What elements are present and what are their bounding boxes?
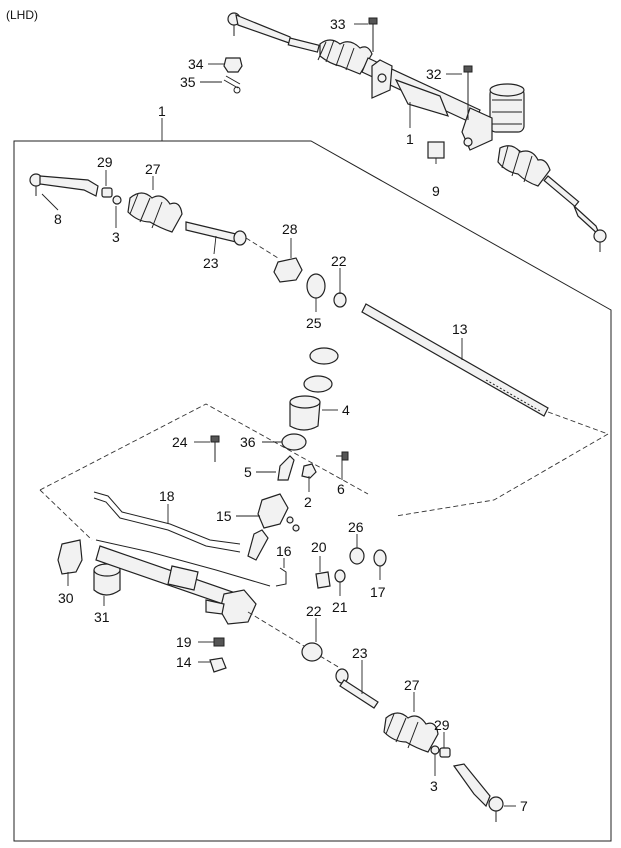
callout-6: 6 <box>337 481 345 497</box>
callout-29-upper: 29 <box>97 154 113 170</box>
callout-5: 5 <box>244 464 252 480</box>
exploded-parts <box>29 173 609 822</box>
callout-1-frame: 1 <box>158 103 166 119</box>
callout-1-top: 1 <box>406 131 414 147</box>
header-lhd: (LHD) <box>6 8 38 22</box>
callout-24: 24 <box>172 434 188 450</box>
callout-3-upper: 3 <box>112 229 120 245</box>
callout-20: 20 <box>311 539 327 555</box>
callout-16: 16 <box>276 543 292 559</box>
callout-27-lower: 27 <box>404 677 420 693</box>
callout-25: 25 <box>306 315 322 331</box>
callout-2: 2 <box>304 494 312 510</box>
callout-34: 34 <box>188 56 204 72</box>
callout-4: 4 <box>342 402 350 418</box>
exploded-view-frame <box>13 140 612 842</box>
callout-31: 31 <box>94 609 110 625</box>
callout-9: 9 <box>432 183 440 199</box>
callout-17: 17 <box>370 584 386 600</box>
leader-lines <box>41 23 516 807</box>
callout-8: 8 <box>54 211 62 227</box>
callout-35: 35 <box>180 74 196 90</box>
callout-15: 15 <box>216 508 232 524</box>
callout-14: 14 <box>176 654 192 670</box>
callout-3-lower: 3 <box>430 778 438 794</box>
callout-23-lower: 23 <box>352 645 368 661</box>
callout-26: 26 <box>348 519 364 535</box>
callout-13: 13 <box>452 321 468 337</box>
callout-21: 21 <box>332 599 348 615</box>
callout-7: 7 <box>520 798 528 814</box>
assembled-steering-gear <box>223 12 607 252</box>
callout-18: 18 <box>159 488 175 504</box>
callout-labels: 33 34 35 32 1 9 1 29 27 8 3 23 28 22 25 … <box>54 16 528 814</box>
callout-23-upper: 23 <box>203 255 219 271</box>
callout-19: 19 <box>176 634 192 650</box>
callout-28: 28 <box>282 221 298 237</box>
callout-36: 36 <box>240 434 256 450</box>
callout-29-lower: 29 <box>434 717 450 733</box>
callout-30: 30 <box>58 590 74 606</box>
callout-27-upper: 27 <box>145 161 161 177</box>
callout-22-upper: 22 <box>331 253 347 269</box>
callout-32: 32 <box>426 66 442 82</box>
callout-33: 33 <box>330 16 346 32</box>
label-plate-9 <box>427 141 445 159</box>
callout-22-lower: 22 <box>306 603 322 619</box>
